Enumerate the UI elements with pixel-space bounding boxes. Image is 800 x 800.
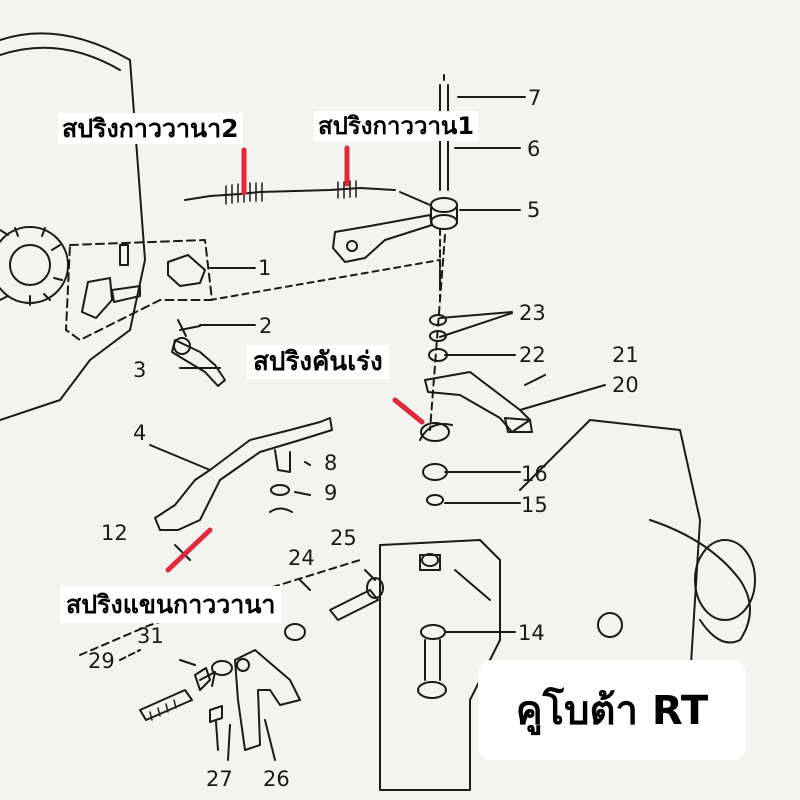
svg-text:21: 21 <box>612 343 639 367</box>
svg-text:6: 6 <box>527 137 540 161</box>
bracket-26 <box>234 649 301 751</box>
svg-text:5: 5 <box>527 198 540 222</box>
svg-text:31: 31 <box>137 624 164 648</box>
engine-housing-outline <box>0 32 146 421</box>
svg-text:23: 23 <box>519 301 546 325</box>
svg-text:2: 2 <box>259 314 272 338</box>
bolt-25 <box>329 589 379 621</box>
svg-text:27: 27 <box>206 767 233 791</box>
part-number-labels: 7 6 5 1 2 3 4 8 9 12 23 22 21 20 16 15 1… <box>88 86 639 791</box>
svg-text:25: 25 <box>330 526 357 550</box>
svg-text:16: 16 <box>521 462 548 486</box>
svg-text:22: 22 <box>519 343 546 367</box>
svg-text:8: 8 <box>324 451 337 475</box>
svg-text:1: 1 <box>258 256 271 280</box>
svg-text:20: 20 <box>612 373 639 397</box>
brand-label: คูโบต้า RT <box>478 660 746 760</box>
svg-text:15: 15 <box>521 493 548 517</box>
svg-text:9: 9 <box>324 481 337 505</box>
part-3-pin <box>171 339 226 387</box>
dashed-group-box <box>65 239 213 341</box>
governor-lever <box>332 214 433 263</box>
highlight-marks <box>165 145 425 573</box>
label-spring-throttle: สปริงคันเร่ง <box>247 345 389 379</box>
bolt-29 <box>139 689 193 721</box>
svg-text:12: 12 <box>101 521 128 545</box>
svg-text:4: 4 <box>133 421 146 445</box>
label-spring-governor-1: สปริงกาววาน1 <box>314 111 479 141</box>
label-spring-governor-arm: สปริงแขนกาววานา <box>60 586 282 623</box>
part-4-arm <box>154 417 333 531</box>
label-spring-governor-2: สปริงกาววานา2 <box>58 113 243 144</box>
svg-text:14: 14 <box>518 621 545 645</box>
svg-text:3: 3 <box>133 358 146 382</box>
part-1-block <box>167 254 206 287</box>
svg-text:29: 29 <box>88 649 115 673</box>
svg-text:26: 26 <box>263 767 290 791</box>
svg-text:7: 7 <box>528 86 541 110</box>
svg-text:24: 24 <box>288 546 315 570</box>
